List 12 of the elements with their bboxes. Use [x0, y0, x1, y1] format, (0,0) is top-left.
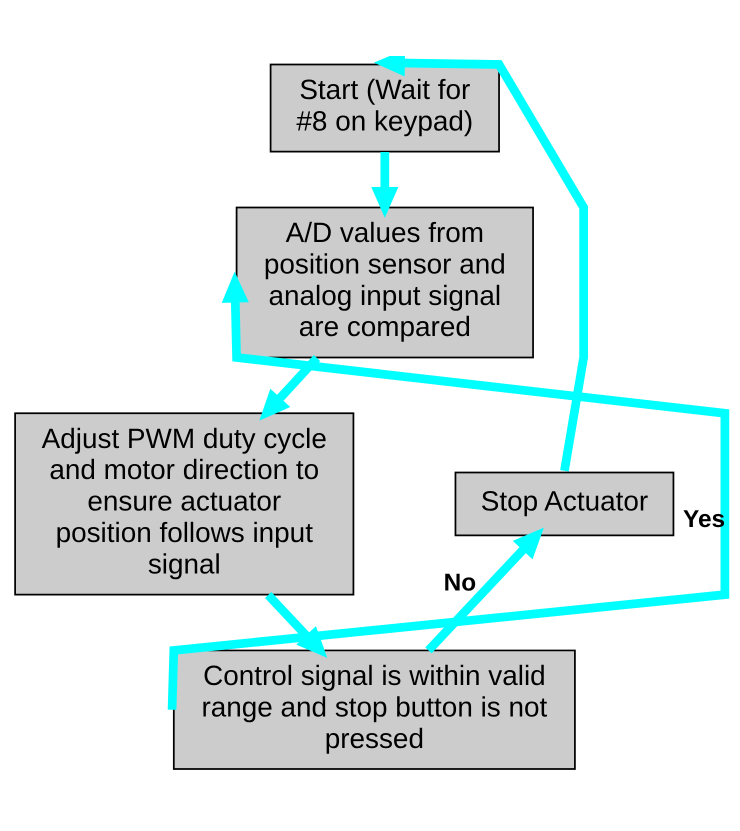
- node-box: Adjust PWM duty cycle and motor direction to ensure actuator position follows input signal: [14, 412, 354, 595]
- node-box: Stop Actuator: [454, 471, 674, 536]
- arrow: [425, 527, 544, 653]
- arrow: [265, 592, 328, 658]
- node-box: Control signal is within valid range and stop button is not pressed: [172, 649, 576, 770]
- arrow: [374, 56, 588, 472]
- arrow: [168, 271, 730, 710]
- node-box: Start (Wait for #8 on keypad): [270, 63, 500, 152]
- arrow: [259, 354, 320, 420]
- node-box: A/D values from position sensor and analog input signal are compared: [236, 206, 534, 358]
- edge-label: No: [444, 569, 476, 596]
- arrow: [371, 152, 398, 218]
